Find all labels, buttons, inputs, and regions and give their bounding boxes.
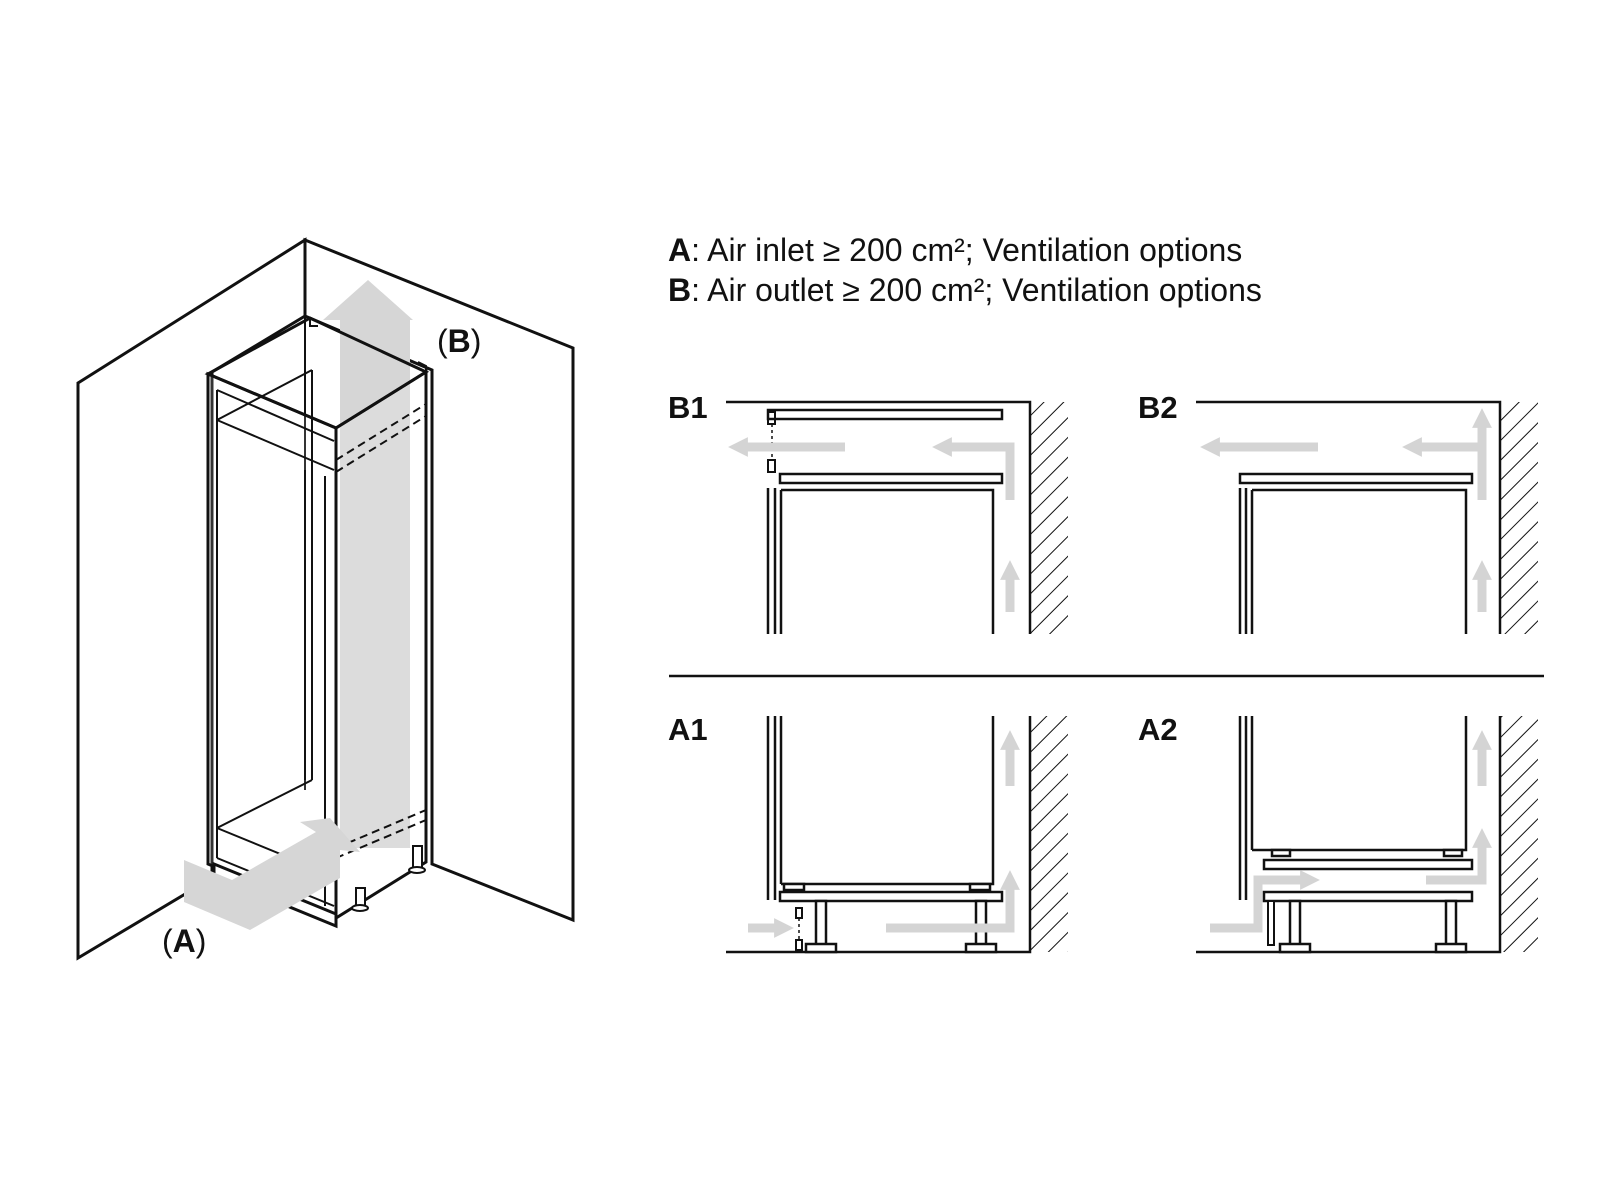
legend-text-a: : Air inlet ≥ 200 cm²; Ventilation optio… [691, 232, 1243, 268]
airflow-arrows-b1 [728, 437, 1020, 612]
airflow-arrow-inlet [184, 818, 360, 930]
panel-label-b2: B2 [1138, 390, 1178, 425]
panel-label-b1: B1 [668, 390, 708, 425]
airflow-arrows-a1 [748, 730, 1020, 938]
panel-b1: B1 [668, 390, 1068, 634]
hatched-wall-b2 [1500, 402, 1538, 634]
hatched-wall-a2 [1500, 716, 1538, 952]
cabinet-feet [351, 845, 426, 912]
legend-line-b: B: Air outlet ≥ 200 cm²; Ventilation opt… [668, 272, 1262, 309]
legend-line-a: A: Air inlet ≥ 200 cm²; Ventilation opti… [668, 232, 1242, 269]
airflow-arrows-a2 [1210, 730, 1492, 933]
legend-text-b: : Air outlet ≥ 200 cm²; Ventilation opti… [691, 272, 1262, 308]
hatched-wall-b1 [1030, 402, 1068, 634]
iso-label-b: (B) [437, 323, 481, 359]
cabinet-side [334, 369, 428, 921]
hatched-wall-a1 [1030, 716, 1068, 952]
panel-a1: A1 [668, 712, 1068, 954]
panel-b2: B2 [1138, 390, 1538, 634]
panel-label-a1: A1 [668, 712, 708, 747]
legend-key-b: B [668, 272, 692, 308]
isometric-cabinet-view [76, 237, 575, 961]
legend-key-a: A [668, 232, 692, 268]
iso-label-a: (A) [162, 923, 206, 959]
panel-label-a2: A2 [1138, 712, 1178, 747]
panel-a2: A2 [1138, 712, 1538, 954]
airflow-arrows-b2 [1200, 408, 1492, 612]
